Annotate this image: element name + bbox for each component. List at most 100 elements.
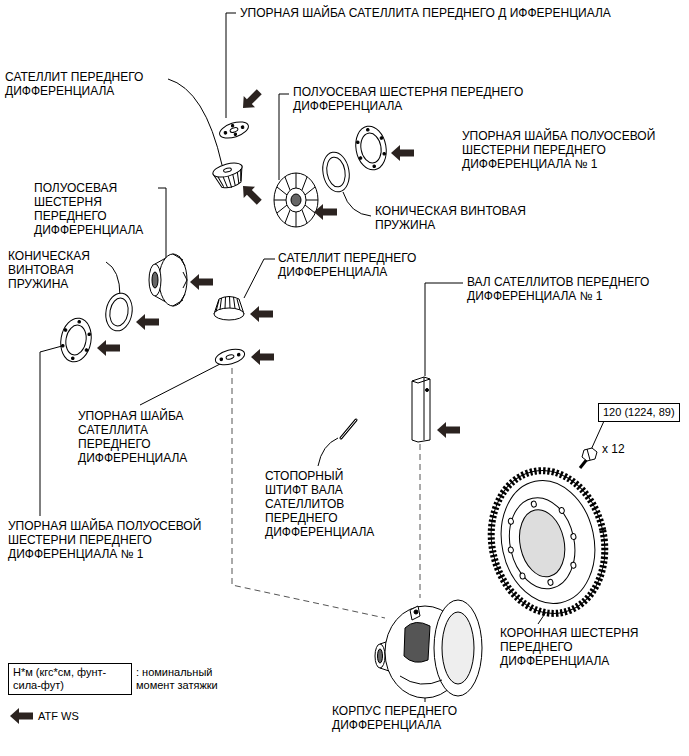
thrust-washer — [218, 119, 251, 142]
differential-case — [434, 600, 482, 696]
side-gear — [274, 173, 318, 227]
pinion-shaft — [426, 389, 429, 392]
part-name: УПОРНАЯ ШАЙБА САТЕЛЛИТА ПЕРЕДНЕГО Д ИФФЕ… — [240, 6, 630, 20]
pinion-gear — [211, 160, 246, 191]
part-name: КОНИЧЕСКАЯ ВИНТОВАЯ ПРУЖИНА — [8, 249, 106, 291]
side-gear-washer — [88, 333, 91, 336]
ring-gear — [490, 472, 606, 612]
leader-line — [318, 438, 338, 466]
differential-case — [378, 649, 383, 663]
ring-gear — [559, 507, 565, 514]
part-name: КОРПУС ПЕРЕДНЕГО ДИФФЕРЕНЦИАЛА — [332, 704, 482, 732]
leader-line — [140, 363, 222, 405]
side-gear-washer — [78, 320, 81, 323]
part-name: ПОЛУОСЕВАЯ ШЕСТЕРНЯ ПЕРЕДНЕГО ДИФФЕРЕНЦИ… — [34, 181, 156, 237]
differential-case — [375, 600, 482, 698]
leader-line — [343, 192, 371, 216]
side-gear-washer — [64, 329, 67, 332]
thrust-washer — [220, 358, 223, 361]
side-gear — [152, 272, 158, 288]
thrust-washer — [230, 127, 239, 133]
part-name: УПОРНАЯ ШАЙБА САТЕЛЛИТА ПЕРЕДНЕГО ДИФФЕР… — [78, 409, 200, 465]
thrust-washer — [226, 354, 235, 360]
ring-gear — [499, 494, 584, 592]
legend-arrow-sample — [10, 708, 33, 724]
differential-case — [400, 676, 442, 684]
side-gear-washer — [380, 137, 383, 140]
side-gear — [274, 173, 318, 227]
ring-gear — [478, 460, 617, 624]
legend-text: : номинальный момент затяжки — [136, 666, 218, 691]
lubrication-arrow — [237, 86, 265, 114]
side-gear-washer — [61, 344, 64, 347]
pinion-gear — [218, 169, 245, 190]
side-gear-washer — [366, 128, 369, 131]
ring-gear-bolt — [587, 449, 590, 460]
part-name: УПОРНАЯ ШАЙБА ПОЛУОСЕВОЙ ШЕСТЕРНИ ПЕРЕДН… — [462, 129, 680, 171]
leader-line — [158, 188, 166, 258]
side-gear — [149, 264, 161, 296]
ring-gear — [547, 579, 553, 586]
part-name: КОНИЧЕСКАЯ ВИНТОВАЯ ПРУЖИНА — [375, 204, 547, 232]
ring-gear — [570, 533, 576, 540]
side-gear — [173, 254, 187, 306]
leader-line — [40, 346, 62, 516]
coil-spring — [103, 291, 135, 333]
side-gear — [149, 254, 187, 306]
thrust-washer — [234, 133, 237, 136]
ring-gear-bolt — [582, 448, 597, 461]
lubrication-arrow — [391, 145, 414, 161]
quantity-label: x 12 — [602, 442, 642, 456]
side-gear-washer — [57, 316, 94, 365]
side-gear-washer — [71, 357, 74, 360]
ring-gear — [514, 505, 571, 581]
thrust-washer — [237, 353, 240, 356]
ring-gear — [508, 518, 514, 525]
part-name: САТЕЛЛИТ ПЕРЕДНЕГО ДИФФЕРЕНЦИАЛА — [5, 70, 175, 98]
lubrication-arrow — [97, 340, 120, 356]
side-gear — [286, 188, 306, 212]
thrust-washer — [241, 126, 244, 129]
ring-gear — [478, 460, 617, 624]
lock-pin — [341, 420, 356, 438]
coil-spring — [108, 297, 131, 328]
pinion-gear — [214, 296, 244, 320]
legend-entry: ATF WS — [38, 710, 138, 723]
lubrication-arrow — [190, 274, 213, 290]
lubrication-arrow — [136, 314, 159, 330]
differential-case — [410, 606, 420, 620]
thrust-washer — [224, 131, 227, 134]
pinion-gear — [216, 296, 240, 312]
side-gear-washer — [85, 348, 88, 351]
thrust-washer — [214, 346, 247, 367]
lock-pin — [341, 420, 356, 438]
side-gear-washer — [373, 165, 376, 168]
thrust-washer — [231, 124, 234, 127]
pinion-shaft — [412, 377, 430, 440]
side-gear-washer — [359, 156, 362, 159]
box-text: 120 (1224, 89) — [603, 406, 675, 419]
part-name: САТЕЛЛИТ ПЕРЕДНЕГО ДИФФЕРЕНЦИАЛА — [278, 251, 446, 279]
thrust-washer — [214, 346, 247, 367]
lubrication-arrow — [251, 349, 274, 365]
pinion-gear — [211, 160, 243, 179]
torque-value-box: 120 (1224, 89) — [598, 403, 680, 422]
ring-gear — [570, 562, 576, 569]
side-gear-washer — [64, 323, 89, 356]
side-gear — [291, 194, 301, 206]
part-name: ПОЛУОСЕВАЯ ШЕСТЕРНЯ ПЕРЕДНЕГО ДИФФЕРЕНЦИ… — [293, 85, 555, 113]
leader-line — [590, 421, 604, 452]
coil-spring — [320, 150, 353, 194]
coil-spring — [320, 150, 353, 194]
lubrication-arrow — [237, 180, 265, 208]
side-gear-washer — [57, 316, 94, 365]
pinion-shaft — [412, 377, 430, 442]
ring-gear — [508, 546, 514, 553]
lock-pin — [341, 420, 356, 438]
leader-line — [226, 13, 236, 118]
dashed-guide — [232, 368, 385, 618]
side-gear-washer — [383, 152, 386, 155]
side-gear-washer — [359, 131, 384, 164]
